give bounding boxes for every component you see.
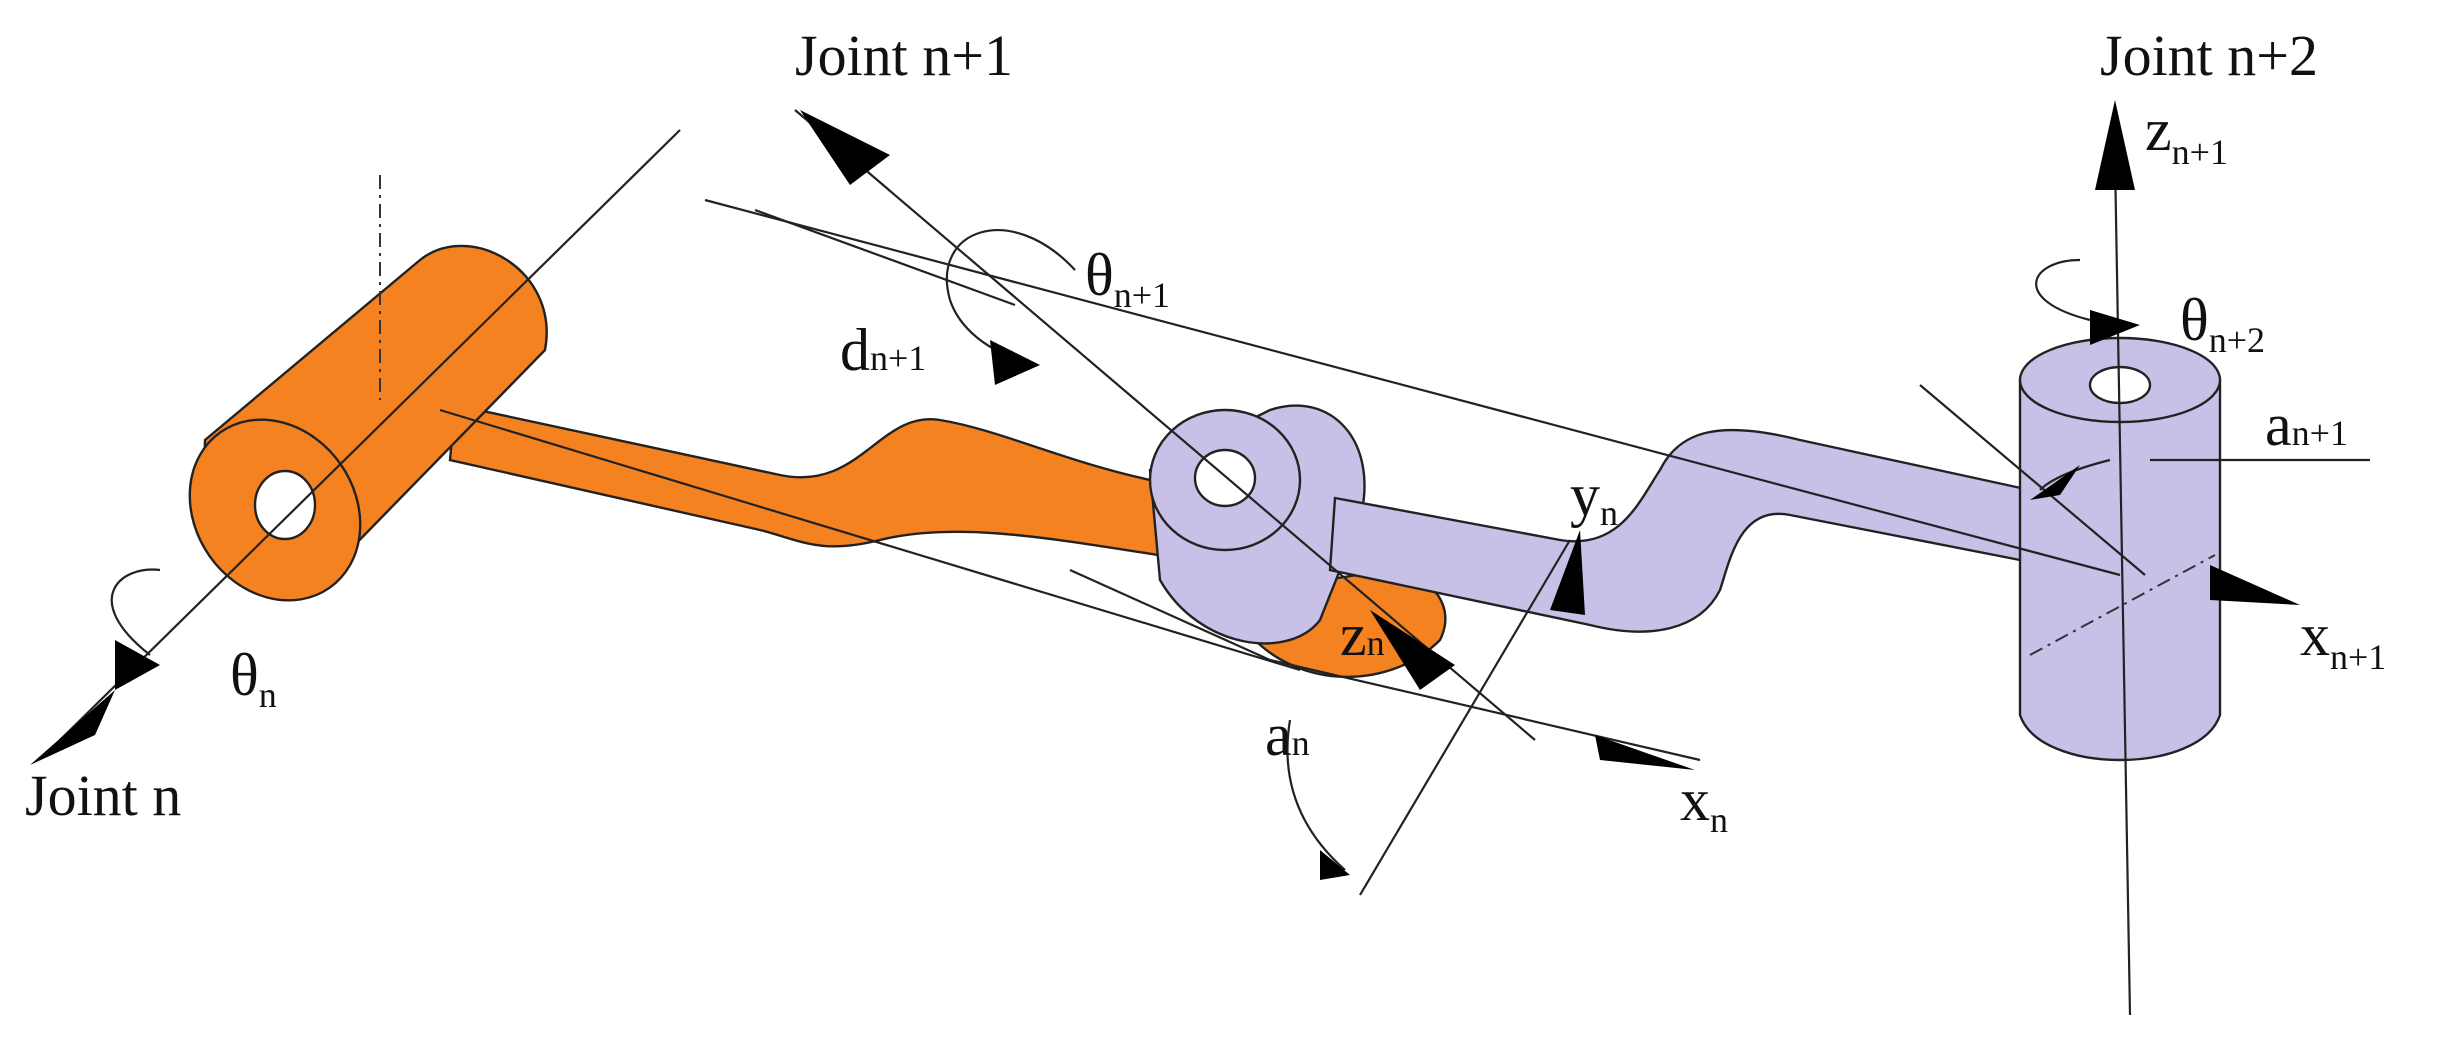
label-joint-n1: Joint n+1: [795, 23, 1013, 88]
link-n-arm: [448, 403, 1193, 562]
rotation-arrow-icon: [1320, 850, 1350, 880]
label-joint-n: Joint n: [25, 763, 181, 828]
rotation-arrow-icon: [2090, 310, 2140, 345]
label-x-n1: xn+1: [2300, 602, 2386, 677]
rotation-arrow-icon: [2039, 458, 2111, 491]
axis-arrows: [30, 100, 2300, 770]
label-a-n: an: [1265, 702, 1310, 768]
link-n-bore: [253, 469, 317, 541]
rotation-arrow-icon: [110, 568, 161, 656]
label-joint-n2: Joint n+2: [2100, 23, 2318, 88]
label-y-n: yn: [1570, 462, 1618, 533]
label-z-n: zn: [1340, 602, 1385, 668]
labels: Joint n Joint n+1 Joint n+2 θn θn+1 θn+2…: [25, 23, 2386, 840]
label-theta-n2: θn+2: [2180, 287, 2265, 360]
axis-arrow-icon: [1595, 735, 1695, 770]
rotation-arrow-icon: [2035, 258, 2091, 322]
rotation-arrow-icon: [990, 340, 1040, 385]
label-d-n1: dn+1: [840, 317, 926, 383]
axis-arrow-icon: [30, 690, 115, 765]
axis-arrow-icon: [2095, 100, 2135, 190]
axis-arrow-icon: [2210, 565, 2300, 605]
rotation-arrow-icon: [945, 229, 1076, 357]
axis-arrow-icon: [1550, 530, 1585, 615]
axis-arrow-icon: [1370, 610, 1455, 690]
rotation-arrow-icon: [115, 640, 160, 690]
label-a-n1: an+1: [2265, 392, 2348, 458]
rotation-arcs: [110, 229, 2140, 880]
label-theta-n1: θn+1: [1085, 242, 1170, 315]
rotation-arrow-icon: [2030, 465, 2080, 500]
axis-lines: [59, 109, 2370, 1016]
label-z-n1: zn+1: [2145, 97, 2228, 172]
label-x-n: xn: [1680, 767, 1728, 840]
link-n-plus-1: [1148, 336, 2222, 762]
axis-arrow-icon: [800, 110, 890, 185]
label-theta-n: θn: [230, 642, 277, 715]
rotation-arrow-icon: [1286, 719, 1346, 871]
